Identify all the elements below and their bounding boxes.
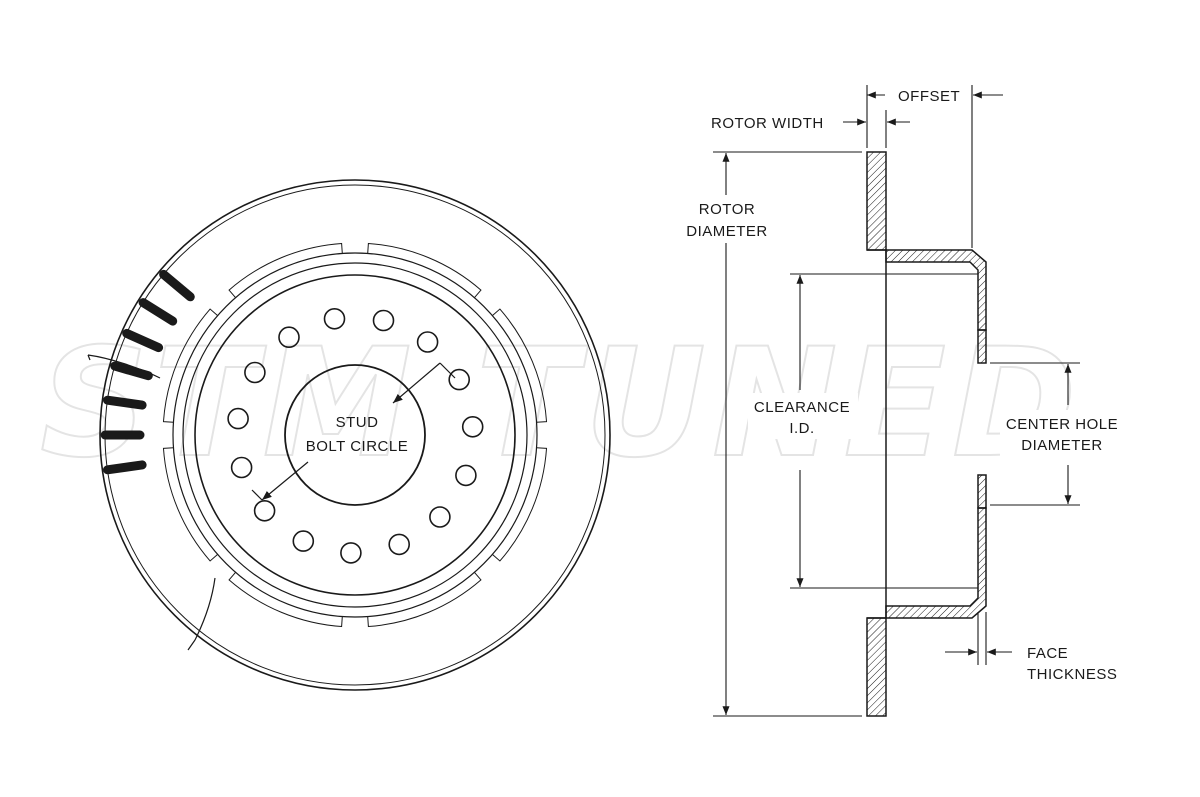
- stud-label-line1: STUD: [336, 414, 379, 431]
- bolt-hole: [292, 530, 315, 552]
- bolt-hole: [227, 407, 249, 430]
- rotor-face-lower: [866, 617, 887, 717]
- bolt-hole: [244, 361, 266, 384]
- bolt-hole: [429, 506, 451, 528]
- hat-vent-segment: [367, 242, 482, 298]
- rotor-outer-edge: [99, 179, 611, 691]
- hat-ring-2: [182, 262, 528, 608]
- face-label-line1: FACE: [1027, 645, 1068, 662]
- rotor-slot-fill: [160, 271, 194, 300]
- stud-label-line2: BOLT CIRCLE: [306, 438, 408, 455]
- rotor-width-label: ROTOR WIDTH: [711, 115, 824, 132]
- center-hole-label-bg: [1000, 410, 1128, 456]
- rotor-slot-fill: [104, 461, 146, 473]
- rotor-face-mid: [867, 249, 887, 619]
- bolt-circle-tick-upper: [439, 362, 456, 379]
- bolt-hole: [372, 309, 395, 332]
- dimension-lines: [713, 85, 1080, 717]
- face-label-line2: THICKNESS: [1027, 666, 1117, 683]
- bolt-hole: [448, 368, 471, 391]
- bolt-hole: [253, 499, 276, 522]
- hat-vent-segment: [492, 308, 548, 423]
- rotor-diameter-label-line2: DIAMETER: [686, 223, 768, 240]
- bolt-hole: [388, 533, 411, 556]
- hat-vent-segment: [228, 572, 343, 628]
- bolt-hole: [416, 331, 439, 353]
- diameter-label-bg: [690, 195, 762, 243]
- hat-face-lower: [977, 474, 987, 509]
- hat-ring-3: [194, 274, 516, 596]
- center-hole-label-line1: CENTER HOLE: [1006, 416, 1118, 433]
- hat-face-upper: [977, 329, 987, 364]
- hat-vent-segment: [367, 572, 482, 628]
- rotor-face-upper: [866, 151, 887, 251]
- bolt-hole: [340, 542, 362, 564]
- clearance-label-line1: CLEARANCE: [754, 399, 850, 416]
- hat-lower-wall: [885, 507, 987, 619]
- bolt-holes: [227, 307, 484, 564]
- center-hole-label-line2: DIAMETER: [1021, 437, 1103, 454]
- bolt-hole: [278, 326, 300, 349]
- rotor-slot-fill: [140, 299, 176, 325]
- rotor-diameter-label-line1: ROTOR: [699, 201, 755, 218]
- bolt-circle-leader-upper: [392, 362, 441, 404]
- bolt-hole: [455, 464, 477, 487]
- clearance-label-bg: [748, 393, 858, 439]
- bolt-hole: [230, 456, 253, 479]
- hat-outer-ring: [172, 252, 538, 618]
- hat-vent-segments: [162, 242, 548, 628]
- rotor-slots: [100, 269, 195, 475]
- hat-vent-segment: [162, 308, 218, 423]
- clearance-label-line2: I.D.: [789, 420, 814, 437]
- watermark-text: STM TUNED: [40, 317, 1082, 491]
- bolt-hole: [461, 415, 484, 438]
- hat-vent-segment: [162, 447, 218, 562]
- hat-vent-segment: [492, 447, 548, 562]
- bolt-hole: [323, 307, 346, 330]
- rotor-slot-fill: [111, 363, 152, 379]
- center-hole: [284, 364, 426, 506]
- cutaway-edge: [87, 354, 216, 651]
- rotor-slot-fill: [104, 397, 146, 409]
- rotor-front-view: [87, 179, 611, 691]
- rotor-slot-fill: [123, 330, 162, 351]
- offset-label: OFFSET: [898, 88, 960, 105]
- bolt-circle-tick-lower: [251, 489, 263, 501]
- bolt-circle-leader-lower: [261, 461, 309, 501]
- hat-vent-segment: [228, 242, 343, 298]
- rotor-side-section: [866, 151, 987, 717]
